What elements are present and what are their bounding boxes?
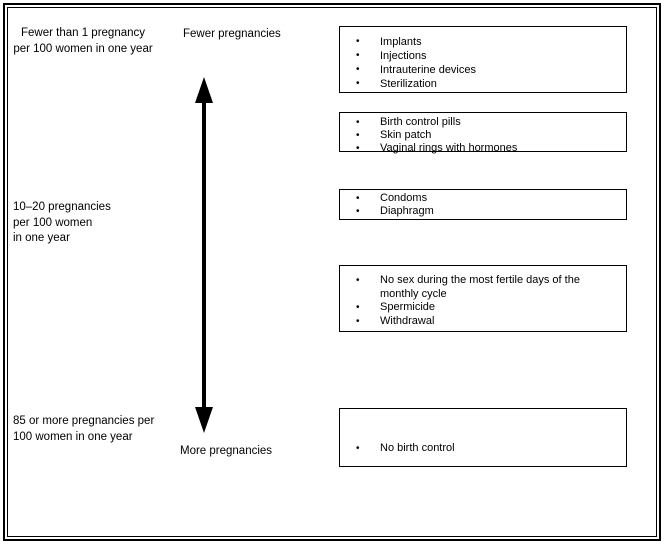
method-item-label: Skin patch (380, 129, 432, 141)
method-item-label: Implants (380, 36, 422, 48)
method-box-hormonal: • Birth control pills • Skin patch • Vag… (339, 112, 627, 155)
bullet-icon: • (356, 443, 360, 454)
bullet-icon: • (356, 302, 360, 313)
method-item: • Injections (340, 49, 626, 63)
double-vertical-arrow-icon (188, 76, 220, 434)
method-item-label: Vaginal rings with hormones (380, 142, 518, 154)
rate-label-85-or-more: 85 or more pregnancies per 100 women in … (13, 415, 155, 443)
rate-label-fewer-than-1: Fewer than 1 pregnancy per 100 women in … (13, 27, 153, 55)
method-item-label: No birth control (380, 442, 455, 454)
bullet-icon: • (356, 193, 360, 204)
method-box-most-effective: • Implants • Injections • Intrauterine d… (339, 26, 627, 93)
method-item: • Skin patch (340, 129, 626, 142)
method-item-label: Injections (380, 50, 427, 62)
outer-border (3, 3, 661, 541)
axis-label-fewer-pregnancies: Fewer pregnancies (183, 28, 281, 40)
method-item: • Implants (340, 35, 626, 49)
method-item-label: No sex during the most fertile days of t… (380, 274, 580, 300)
method-box-barrier: • Condoms • Diaphragm (339, 189, 627, 220)
method-item: • No sex during the most fertile days of… (340, 274, 626, 301)
method-item: • Withdrawal (340, 315, 626, 329)
bullet-icon: • (356, 130, 360, 141)
method-item-label: Withdrawal (380, 314, 435, 327)
bullet-icon: • (356, 206, 360, 217)
bullet-icon: • (356, 143, 360, 154)
method-item-label: Spermicide (380, 301, 436, 313)
method-item: • No birth control (340, 442, 626, 455)
method-item: • Condoms (340, 192, 626, 205)
method-item: • Spermicide (340, 301, 626, 315)
method-item: • Vaginal rings with hormones (340, 142, 626, 155)
bullet-icon: • (356, 50, 360, 61)
inner-border (7, 7, 657, 537)
method-item: • Sterilization (340, 77, 626, 91)
bullet-icon: • (356, 64, 360, 75)
method-item-label: Diaphragm (380, 205, 434, 217)
method-item-label: Birth control pills (380, 116, 461, 128)
bullet-icon: • (356, 275, 360, 286)
method-item-label: Intrauterine devices (380, 64, 476, 76)
method-item: • Birth control pills (340, 116, 626, 129)
bullet-icon: • (356, 117, 360, 128)
method-item-label: Sterilization (380, 78, 437, 90)
method-item: • Diaphragm (340, 205, 626, 218)
axis-label-more-pregnancies: More pregnancies (180, 445, 273, 457)
method-box-no-birth-control: • No birth control (339, 408, 627, 467)
bullet-icon: • (356, 36, 360, 47)
bullet-icon: • (356, 78, 360, 89)
method-item-label: Condoms (380, 192, 428, 204)
rate-label-10-20: 10–20 pregnancies per 100 women in one y… (13, 201, 111, 244)
bullet-icon: • (356, 315, 360, 327)
method-item: • Intrauterine devices (340, 63, 626, 77)
method-box-least-effective-methods: • No sex during the most fertile days of… (339, 265, 627, 332)
